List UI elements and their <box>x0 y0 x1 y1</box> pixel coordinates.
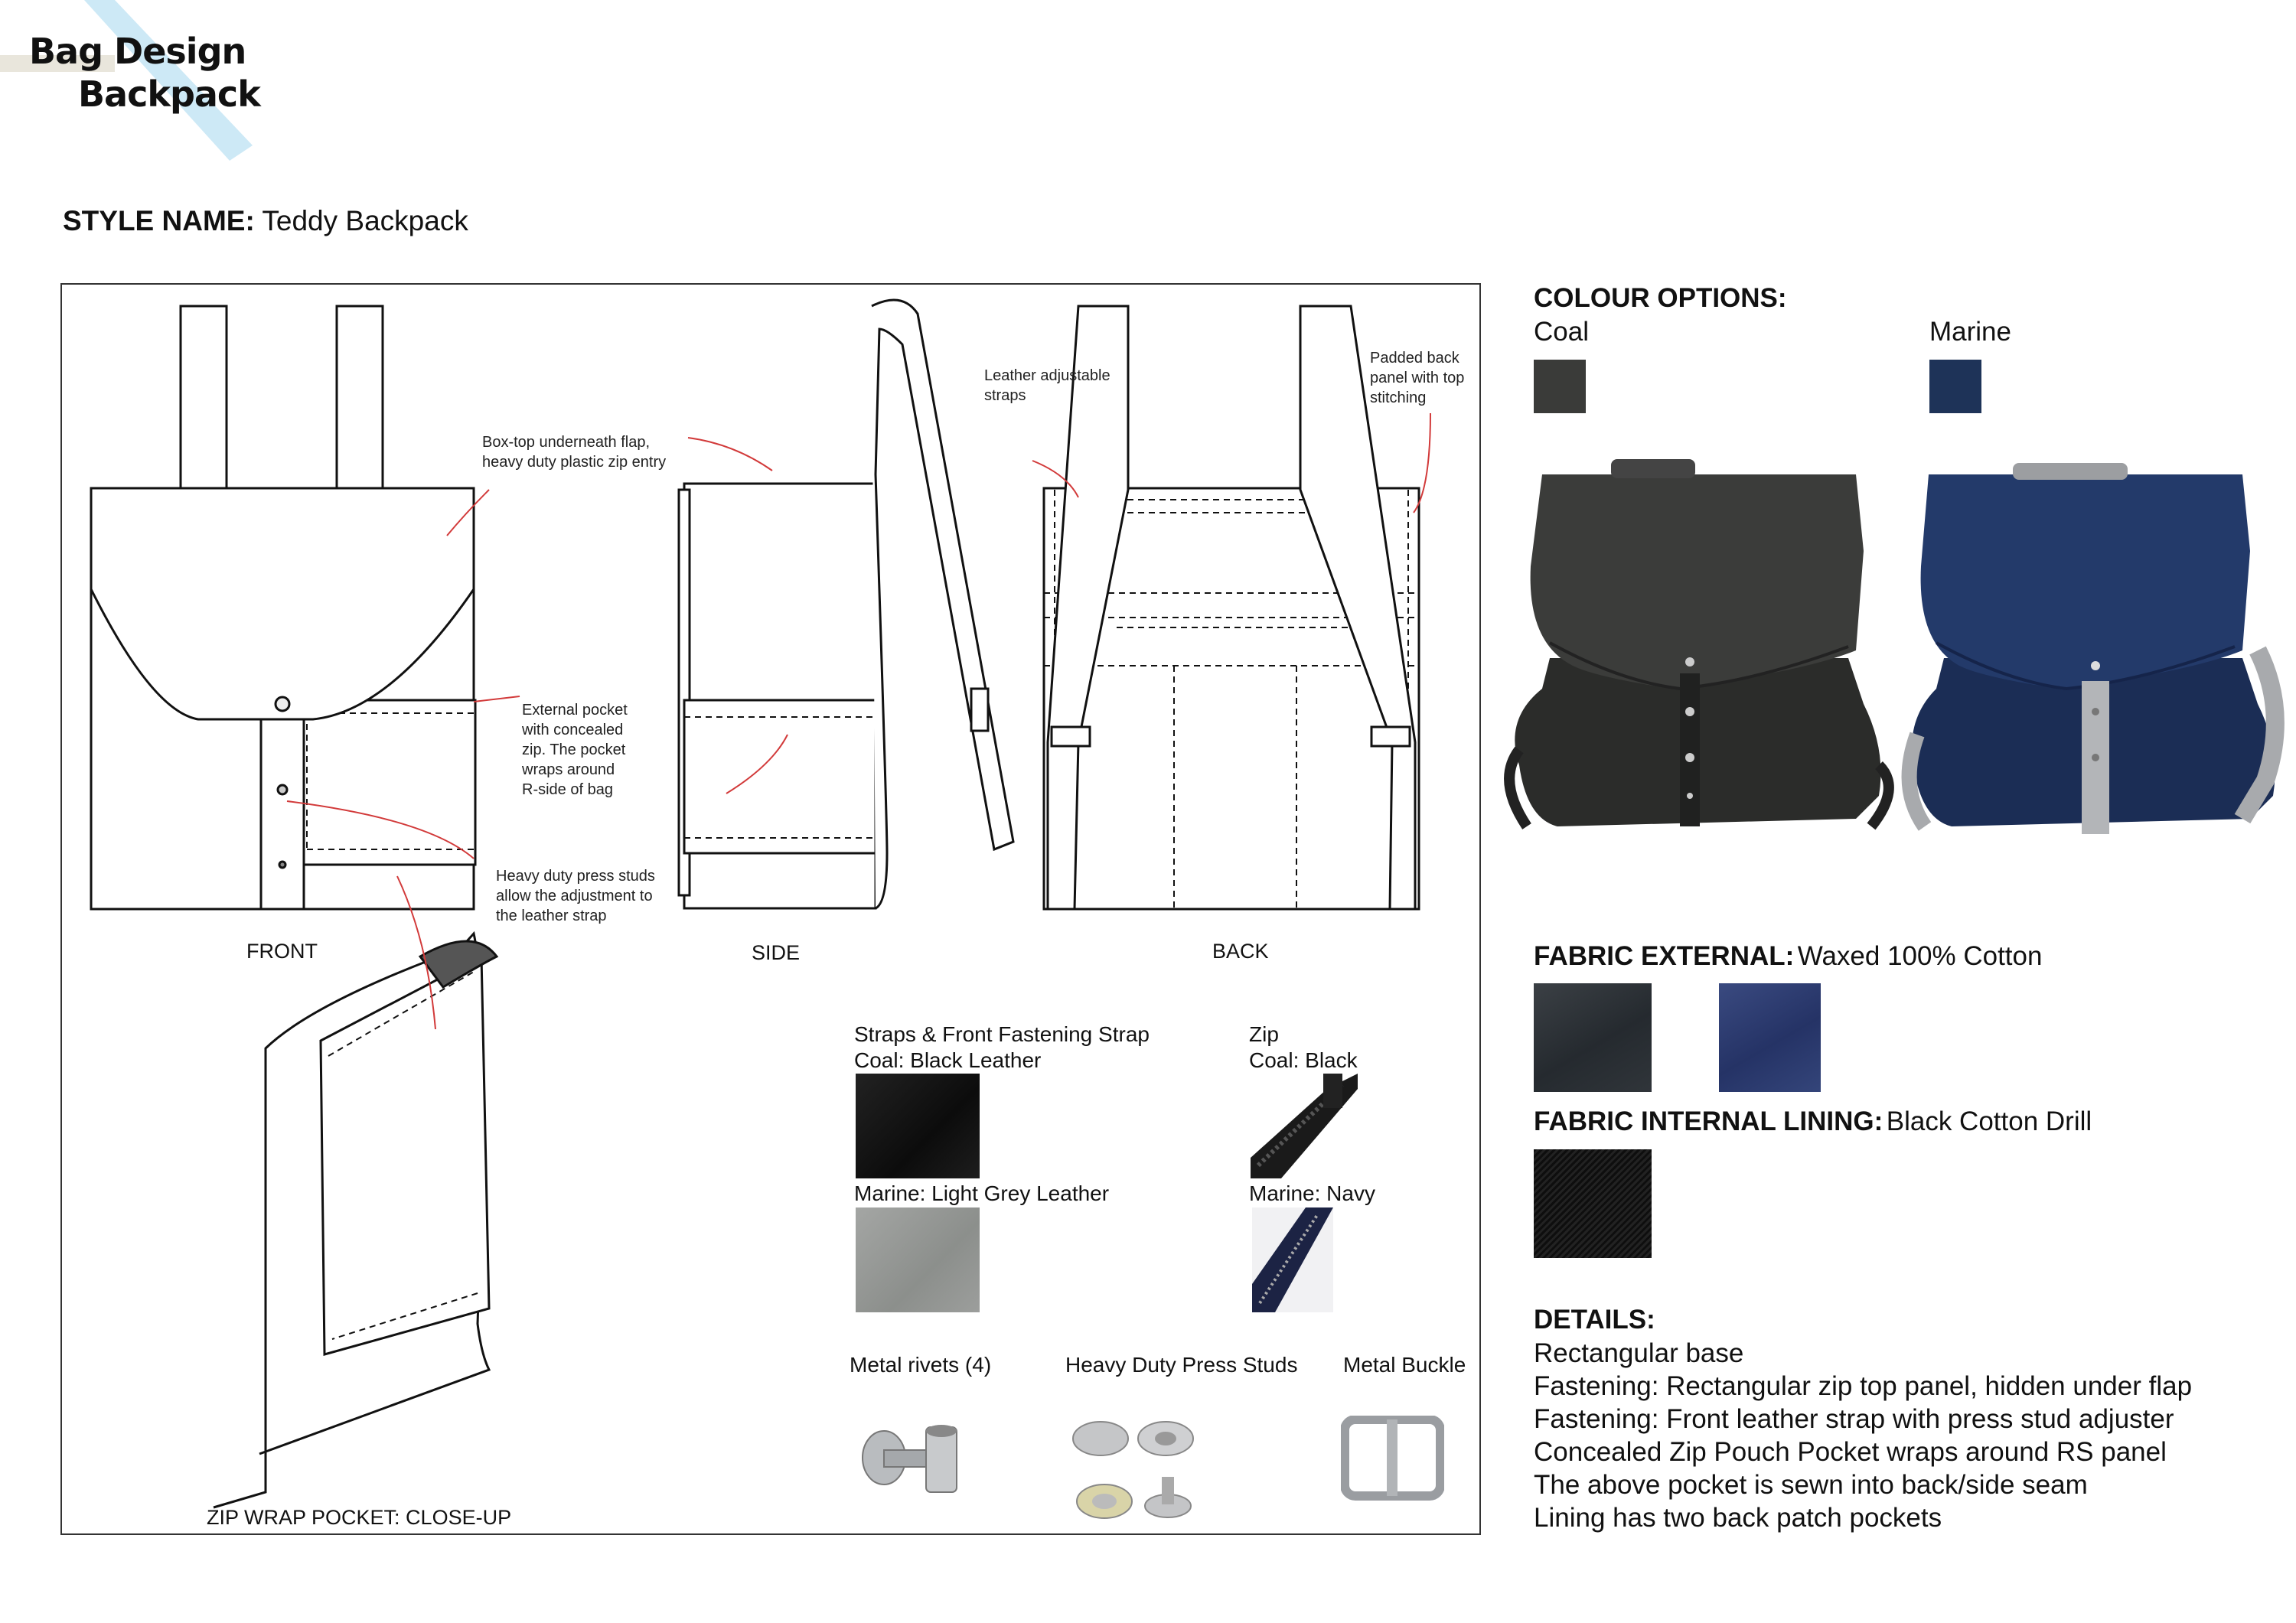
straps-title: Straps & Front Fastening Strap Coal: Bla… <box>854 1022 1150 1074</box>
straps-marine-text: Marine: Light Grey Leather <box>854 1181 1110 1205</box>
note-padded-back: Padded back panel with top stitching <box>1370 348 1464 408</box>
note-line: Padded back <box>1370 350 1459 367</box>
details-item: Concealed Zip Pouch Pocket wraps around … <box>1534 1437 2167 1467</box>
press-studs-image <box>1072 1421 1194 1519</box>
marine-backpack-image <box>1901 463 2285 834</box>
doc-title-line2: Backpack <box>78 73 261 115</box>
note-line: with concealed <box>522 722 624 738</box>
studs-label: Heavy Duty Press Studs <box>1065 1353 1298 1377</box>
front-label: FRONT <box>246 940 318 963</box>
fabric-external-line: FABRIC EXTERNAL: Waxed 100% Cotton <box>1534 941 2042 972</box>
details-heading: DETAILS: <box>1534 1305 1655 1335</box>
fabric-external-swatch-coal <box>1534 983 1652 1092</box>
note-line: External pocket <box>522 702 628 719</box>
back-view-drawing <box>1042 305 1420 911</box>
fabric-internal-swatch <box>1534 1149 1652 1258</box>
details-item: Fastening: Rectangular zip top panel, hi… <box>1534 1371 2193 1401</box>
buckle-label: Metal Buckle <box>1343 1353 1466 1377</box>
note-press-studs: Heavy duty press studs allow the adjustm… <box>496 866 655 926</box>
buckle-image <box>1341 1416 1444 1501</box>
zip-marine-text: Marine: Navy <box>1249 1181 1375 1205</box>
side-label: SIDE <box>752 941 801 964</box>
closeup-label: ZIP WRAP POCKET: CLOSE-UP <box>207 1506 512 1529</box>
note-line: R-side of bag <box>522 781 613 798</box>
zip-coal-text: Coal: Black <box>1249 1048 1358 1072</box>
zip-title-text: Zip <box>1249 1022 1279 1046</box>
closeup-drawing <box>213 930 499 1509</box>
fabric-internal-value: Black Cotton Drill <box>1886 1106 2092 1136</box>
note-external-pocket: External pocket with concealed zip. The … <box>522 700 628 800</box>
note-line: wraps around <box>522 761 615 778</box>
note-line: Box-top underneath flap, <box>482 434 651 451</box>
swatch-black-leather <box>856 1074 980 1178</box>
colour-marine-name: Marine <box>1929 317 2011 347</box>
spec-frame <box>60 283 1481 1535</box>
swatch-grey-leather <box>856 1207 980 1312</box>
note-line: the leather strap <box>496 908 607 924</box>
straps-coal-text: Coal: Black Leather <box>854 1048 1042 1072</box>
style-name-value: Teddy Backpack <box>262 205 468 236</box>
zip-navy-image <box>1252 1207 1333 1312</box>
colour-marine-swatch <box>1929 360 1981 413</box>
note-line: zip. The pocket <box>522 741 626 758</box>
fabric-internal-line: FABRIC INTERNAL LINING: Black Cotton Dri… <box>1534 1106 2092 1137</box>
note-leather-straps: Leather adjustable straps <box>984 366 1110 406</box>
style-name-label: STYLE NAME: <box>63 205 255 236</box>
coal-backpack-image <box>1504 459 1894 830</box>
colour-coal-name: Coal <box>1534 317 1589 347</box>
note-box-top: Box-top underneath flap, heavy duty plas… <box>482 432 666 472</box>
rivets-label: Metal rivets (4) <box>850 1353 992 1377</box>
fabric-external-label: FABRIC EXTERNAL: <box>1534 941 1795 971</box>
note-line: panel with top <box>1370 370 1465 386</box>
note-line: heavy duty plastic zip entry <box>482 454 667 471</box>
logo-stripe <box>0 0 253 161</box>
note-line: Leather adjustable <box>984 367 1110 384</box>
fabric-internal-label: FABRIC INTERNAL LINING: <box>1534 1106 1883 1136</box>
front-view-drawing <box>90 305 477 911</box>
technical-drawings <box>90 298 1431 1509</box>
rivets-image <box>862 1425 957 1493</box>
colour-coal-swatch <box>1534 360 1586 413</box>
fabric-external-value: Waxed 100% Cotton <box>1797 941 2043 971</box>
style-name: STYLE NAME: Teddy Backpack <box>63 205 468 237</box>
note-line: Heavy duty press studs <box>496 868 655 885</box>
details-item: Lining has two back patch pockets <box>1534 1503 1942 1533</box>
straps-title-text: Straps & Front Fastening Strap <box>854 1022 1150 1046</box>
doc-title-line1: Bag Design <box>29 31 246 72</box>
note-line: straps <box>984 387 1026 404</box>
details-list: Rectangular base Fastening: Rectangular … <box>1534 1337 2192 1534</box>
note-line: allow the adjustment to <box>496 888 653 904</box>
fabric-external-swatch-marine <box>1719 983 1821 1092</box>
zip-title: Zip Coal: Black <box>1249 1022 1358 1074</box>
colour-options-heading: COLOUR OPTIONS: <box>1534 283 1787 313</box>
side-view-drawing <box>677 298 1015 910</box>
note-line: stitching <box>1370 389 1427 406</box>
details-item: Fastening: Front leather strap with pres… <box>1534 1404 2174 1434</box>
details-item: Rectangular base <box>1534 1338 1744 1368</box>
details-item: The above pocket is sewn into back/side … <box>1534 1470 2088 1500</box>
back-label: BACK <box>1212 940 1269 963</box>
zip-black-image <box>1251 1074 1358 1178</box>
